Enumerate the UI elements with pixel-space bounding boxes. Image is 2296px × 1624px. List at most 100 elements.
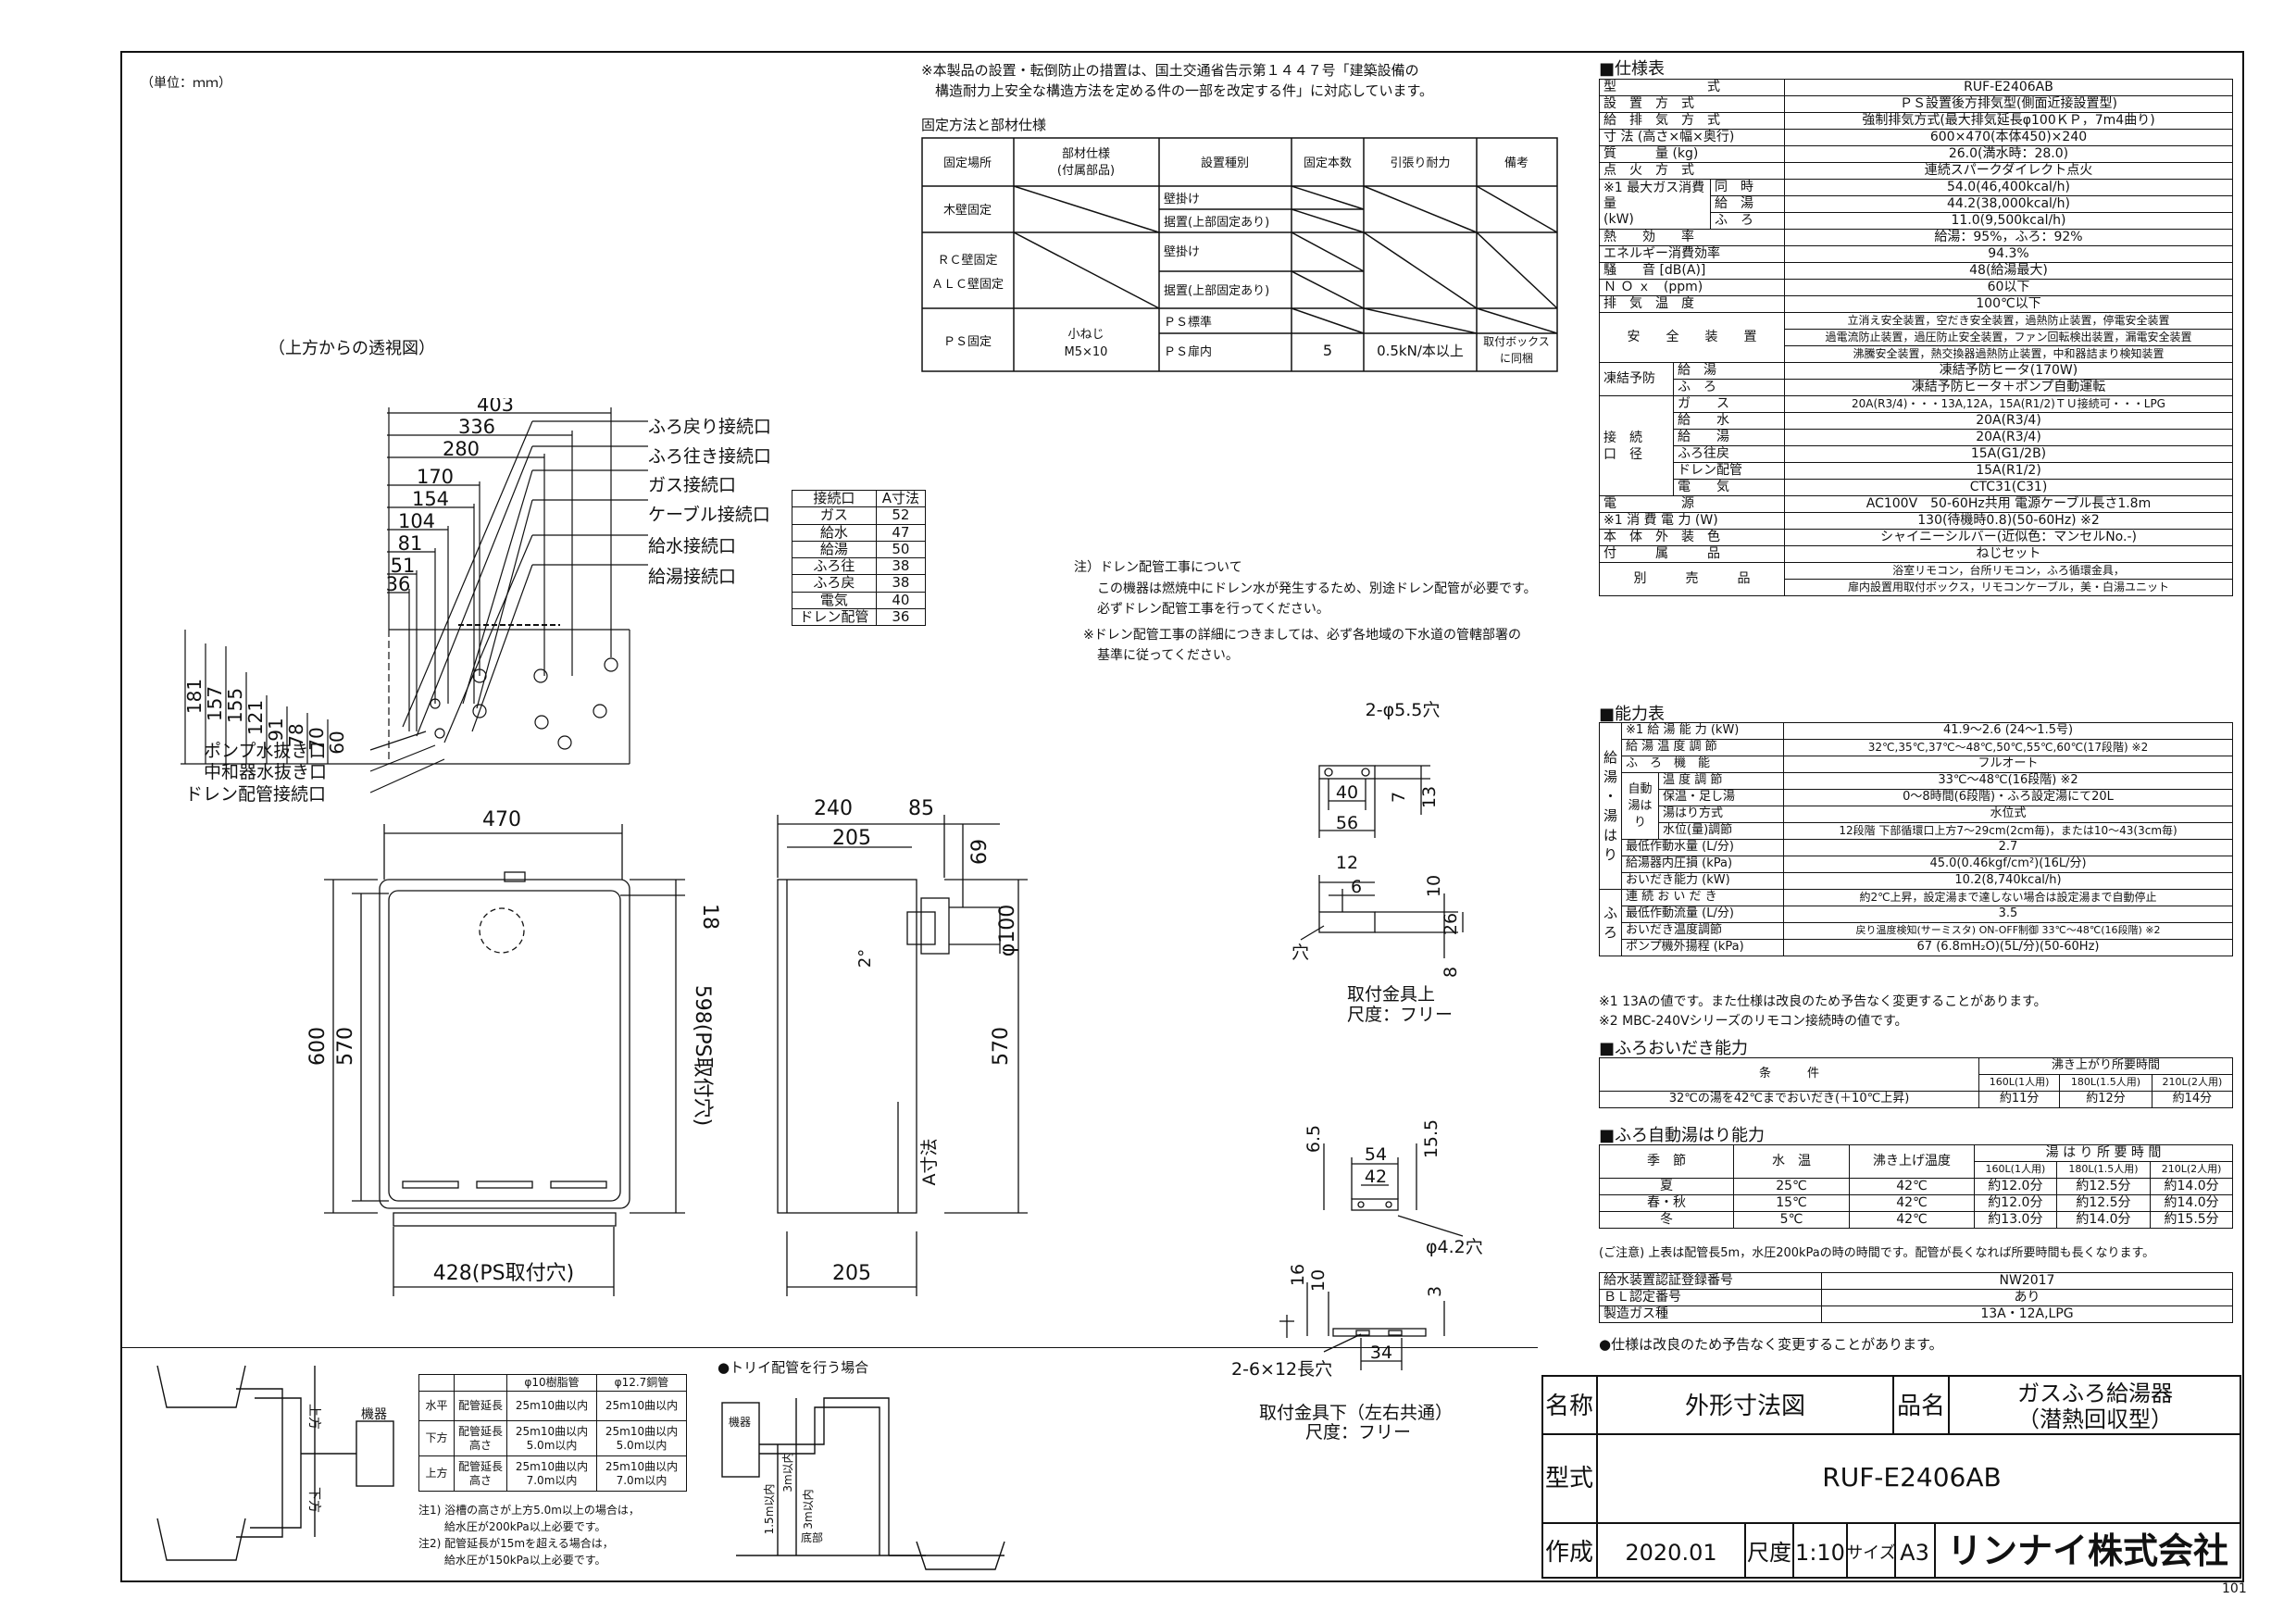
fix-h-strength: 引張り耐力	[1390, 156, 1450, 170]
lb-d42: 42	[1365, 1167, 1387, 1187]
cap-v: 41.9～2.6 (24～1.5号)	[1783, 722, 2233, 740]
ub-d6: 6	[1351, 877, 1362, 897]
callout-gas: ガス接続口	[648, 475, 736, 495]
fix-strength: 0.5kN/本以上	[1377, 343, 1464, 359]
a-val: 50	[875, 540, 927, 559]
spec-k: ※1 消 費 電 力 (W)	[1599, 512, 1785, 530]
af-t: 約14.0分	[2150, 1194, 2233, 1212]
fix-place-wood: 木壁固定	[943, 204, 992, 218]
vdim-157: 157	[204, 686, 226, 721]
a-val: 36	[875, 607, 927, 627]
bath-note-4: 給水圧が150kPa以上必要です。	[418, 1554, 606, 1567]
lb-caption: 取付金具下（左右共通）	[1259, 1403, 1453, 1423]
af-t: 約12.5分	[2055, 1178, 2152, 1195]
lb-d54: 54	[1365, 1144, 1387, 1165]
spec-v: AC100V 50-60Hz共用 電源ケーブル長さ1.8m	[1784, 495, 2233, 513]
side-height: 570	[990, 1027, 1013, 1066]
tb-product-2: （潜熱回収型）	[2017, 1406, 2173, 1432]
bp-h	[418, 1374, 455, 1392]
svg-text:M5×10: M5×10	[1065, 345, 1108, 359]
side-pipe-dia: φ100	[996, 905, 1019, 957]
cap-side-bath: ふ ろ	[1598, 889, 1623, 956]
vdim-121: 121	[244, 700, 267, 735]
spec-conn-v: 20A(R3/4)	[1784, 429, 2233, 446]
dim-154: 154	[412, 488, 449, 510]
spec-k: エネルギー消費効率	[1599, 245, 1785, 263]
spec-k: 本 体 外 装 色	[1599, 529, 1785, 546]
callout-hot: 給湯接続口	[648, 567, 736, 587]
fix-type-ps-std: ＰＳ標準	[1164, 315, 1212, 330]
tb-name-label: 名称	[1545, 1393, 1593, 1420]
spec-v: 強制排気方式(最大排気延長φ100ＫＰ，7m4曲り)	[1784, 112, 2233, 130]
side-inner: 205	[832, 827, 871, 850]
bp-v: 25m10曲以内	[596, 1391, 687, 1421]
vdim-70: 70	[306, 727, 328, 750]
bath-height-diagram: 上方 下方 機器	[156, 1365, 394, 1561]
af-h-time: 湯 は り 所 要 時 間	[1974, 1144, 2233, 1162]
drain-note-title: 注）ドレン配管工事について	[1074, 560, 1242, 575]
a-val: 38	[875, 556, 927, 576]
ub-hole-label: 穴	[1292, 943, 1309, 963]
lb-d16: 16	[1288, 1264, 1308, 1286]
capacity-note-2: ※2 MBC-240Vシリーズのリモコン接続時の値です。	[1599, 1014, 1908, 1029]
spec-v: 26.0(満水時：28.0)	[1784, 145, 2233, 163]
fix-place-ps: ＰＳ固定	[943, 335, 992, 349]
capacity-note-1: ※1 13Aの値です。また仕様は改良のため予告なく変更することがあります。	[1599, 994, 2047, 1009]
bath-note-1: 注1) 浴槽の高さが上方5.0m以上の場合は，	[418, 1504, 640, 1517]
callout-cable: ケーブル接続口	[648, 504, 770, 525]
callout-neutralizer-drain: 中和器水抜き口	[204, 762, 327, 782]
cap-v: 戻り温度検知(サーミスタ) ON-OFF制御 33℃～48℃(16段階) ※2	[1783, 922, 2233, 940]
reheat-table: 条 件沸き上がり所要時間 160L(1人用)180L(1.5人用)210L(2人…	[1599, 1057, 2234, 1108]
ub-d40: 40	[1336, 782, 1358, 803]
cap-v: フルオート	[1783, 756, 2233, 773]
reheat-sub: 160L(1人用)	[1978, 1074, 2061, 1092]
lb-hole: φ4.2穴	[1426, 1237, 1483, 1257]
spec-k: 設 置 方 式	[1599, 95, 1785, 113]
bp-v: 25m10曲以内 5.0m以内	[596, 1420, 687, 1456]
side-view-drawing: 240 85 205 69 φ100 2° 570 A寸法 205	[777, 797, 1028, 1296]
cap-k: おいだき温度調節	[1621, 922, 1785, 940]
dim-36: 36	[386, 573, 411, 595]
spec-conn-v: 15A(G1/2B)	[1784, 445, 2233, 463]
af-season: 冬	[1599, 1211, 1734, 1229]
af-h-water: 水 温	[1733, 1144, 1850, 1179]
spec-conn-v: 20A(R3/4)・・・13A,12A，15A(R1/2)ＴＵ接続可・・・LPG	[1784, 395, 2233, 413]
side-depth: 240	[814, 797, 853, 820]
cap-k: ポンプ機外揚程 (kPa)	[1621, 939, 1785, 956]
reheat-cond: 32℃の湯を42℃までおいだき(＋10℃上昇)	[1599, 1091, 1979, 1108]
reheat-h-cond: 条 件	[1599, 1057, 1979, 1092]
drawing-sheet	[120, 51, 2244, 1582]
spec-v: 100℃以下	[1784, 295, 2233, 313]
af-h-temp: 沸き上げ温度	[1849, 1144, 1975, 1179]
spec-v: 連続スパークダイレクト点火	[1784, 162, 2233, 180]
a-port: 給水	[792, 523, 877, 542]
spec-safety-label: 安 全 装 置	[1599, 312, 1785, 363]
svg-text:小ねじ: 小ねじ	[1067, 328, 1104, 342]
drain-note-3: ※ドレン配管工事の詳細につきましては、必ず各地域の下水道の管轄部署の	[1083, 628, 1522, 643]
tb-model: RUF-E2406AB	[1822, 1462, 2001, 1493]
a-port: ドレン配管	[792, 607, 877, 627]
a-val: 52	[875, 506, 927, 525]
front-width: 470	[482, 808, 521, 831]
spec-extra-label: 別 売 品	[1599, 562, 1785, 596]
cap-k: ふ ろ 機 能	[1621, 756, 1785, 773]
af-water: 15℃	[1733, 1194, 1850, 1212]
spec-k: 騒 音 [dB(A)]	[1599, 262, 1785, 280]
cap-k: 温 度 調 節	[1658, 772, 1785, 790]
spec-conn-k: 給 湯	[1673, 429, 1785, 446]
ub-d10: 10	[1424, 875, 1444, 897]
reheat-h-time: 沸き上がり所要時間	[1978, 1057, 2233, 1075]
ub-d12: 12	[1336, 853, 1358, 873]
spec-gas-k: ふ ろ	[1710, 212, 1785, 230]
bath-down: 下方	[306, 1487, 321, 1513]
spec-k: 質 量 (kg)	[1599, 145, 1785, 163]
a-val: 38	[875, 574, 927, 593]
top-view-drawing: 403 336 280 170 154 104 81 51 36 181 157…	[181, 398, 771, 805]
fix-type-ps-door: ＰＳ扉内	[1164, 344, 1212, 359]
spec-safety-line: 沸騰安全装置，熱交換器過熱防止装置，中和器詰まり検知装置	[1784, 345, 2233, 363]
drain-note-2: 必ずドレン配管工事を行ってください。	[1097, 602, 1329, 617]
page-number: 101	[2222, 1581, 2247, 1596]
reheat-sub: 210L(2人用)	[2151, 1074, 2234, 1092]
dim-81: 81	[398, 532, 423, 555]
